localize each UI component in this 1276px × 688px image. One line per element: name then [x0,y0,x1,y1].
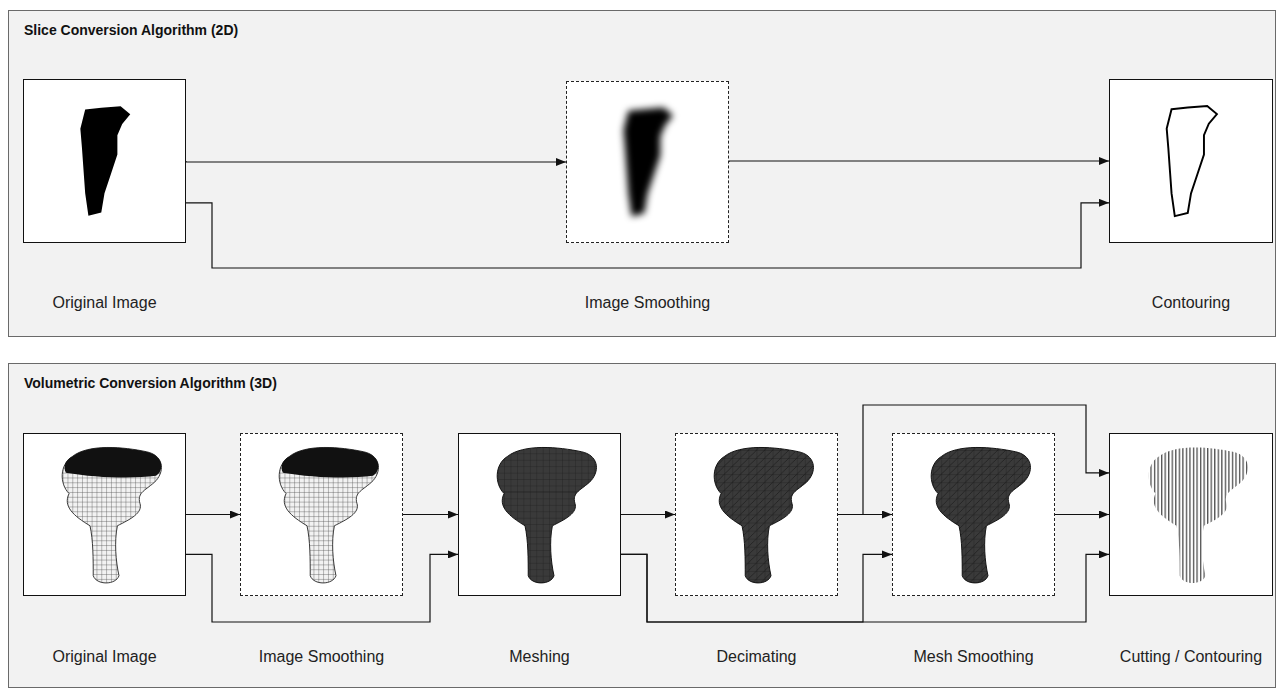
panel-title: Slice Conversion Algorithm (2D) [24,22,238,38]
step-box: Cutting / Contouring [1109,433,1273,596]
illustration [567,82,728,242]
step-label: Meshing [509,648,569,666]
flow-arrow [1055,514,1109,515]
flow-arrow [729,161,1109,162]
illustration [24,434,185,595]
step-label: Mesh Smoothing [913,648,1033,666]
panel-title: Volumetric Conversion Algorithm (3D) [24,375,277,391]
step-box: Meshing [458,433,621,596]
stage-panel: Volumetric Conversion Algorithm (3D) Orig… [8,363,1276,688]
step-label: Image Smoothing [585,294,710,312]
step-box: Contouring [1109,79,1273,243]
step-box: Image Smoothing [240,433,403,596]
step-box: Decimating [675,433,838,596]
step-label: Original Image [52,648,156,666]
illustration [1110,434,1272,595]
flow-arrow [186,161,566,162]
illustration [24,80,185,242]
flow-arrow [186,514,240,515]
step-label: Image Smoothing [259,648,384,666]
illustration [893,434,1054,595]
illustration [676,434,837,595]
step-label: Contouring [1152,294,1230,312]
step-box: Original Image [23,433,186,596]
illustration [459,434,620,595]
flow-arrow [403,514,458,515]
step-box: Original Image [23,79,186,243]
step-box: Mesh Smoothing [892,433,1055,596]
stage-panel: Slice Conversion Algorithm (2D) Original … [8,10,1276,337]
step-box: Image Smoothing [566,81,729,243]
flow-arrow [621,514,675,515]
illustration [1110,80,1272,242]
illustration [241,434,402,595]
step-label: Original Image [52,294,156,312]
step-label: Decimating [716,648,796,666]
step-label: Cutting / Contouring [1120,648,1262,666]
